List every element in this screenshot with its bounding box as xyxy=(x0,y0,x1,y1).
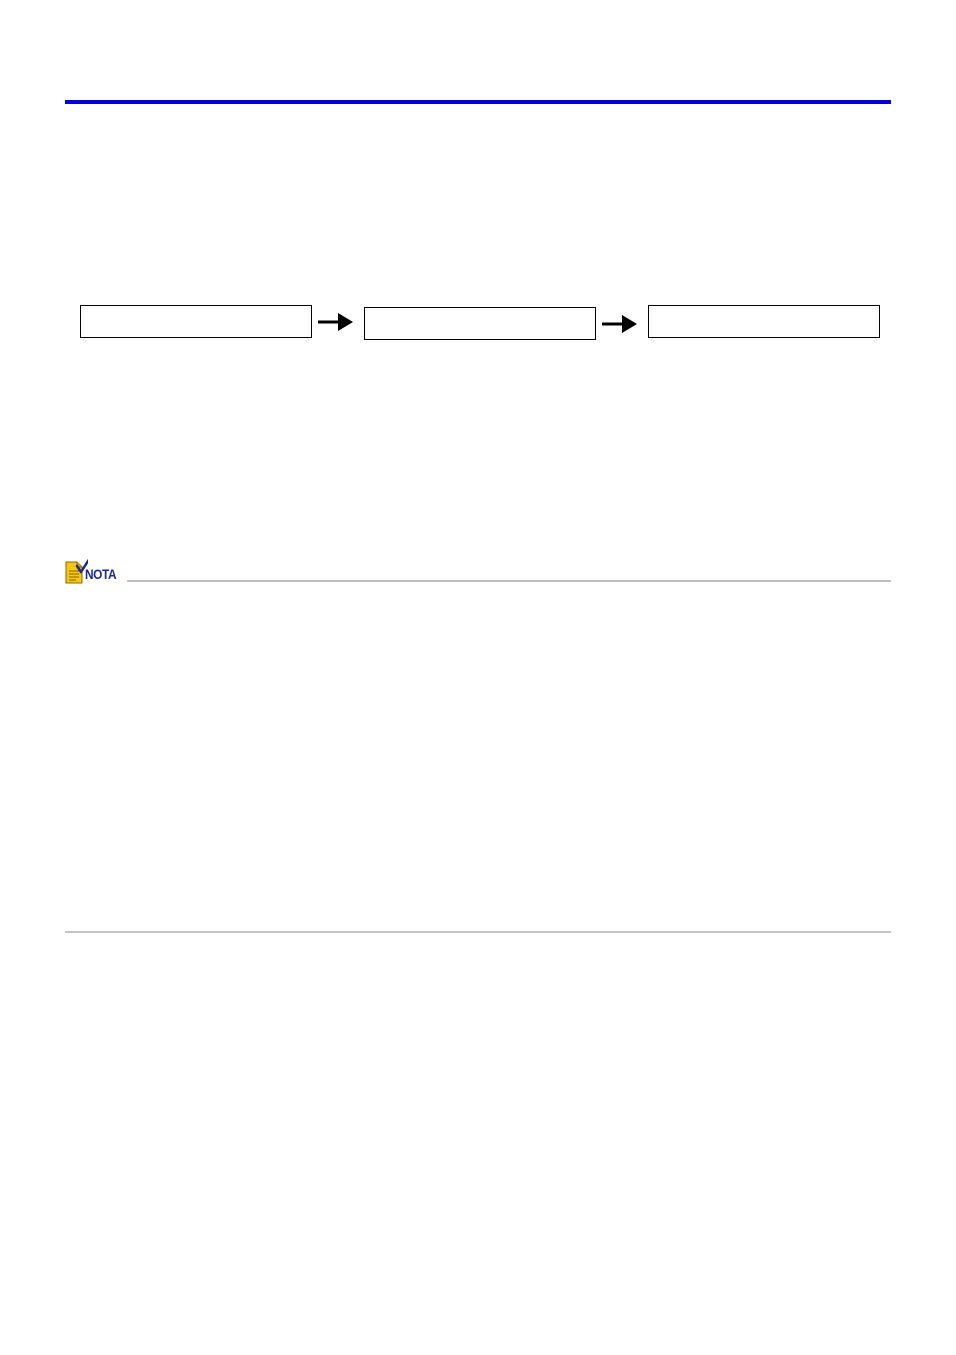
right-arrow-icon xyxy=(602,315,637,333)
flow-step-2-box xyxy=(364,307,596,340)
flow-step-3-box xyxy=(648,305,880,338)
note-checkmark-icon xyxy=(65,558,88,584)
note-label: NOTA xyxy=(85,566,117,582)
note-rule xyxy=(127,580,891,582)
header-rule xyxy=(65,100,891,104)
flow-step-1-box xyxy=(80,305,312,338)
note-header: NOTA xyxy=(64,557,891,585)
note-end-rule xyxy=(65,931,891,933)
right-arrow-icon xyxy=(318,313,353,331)
